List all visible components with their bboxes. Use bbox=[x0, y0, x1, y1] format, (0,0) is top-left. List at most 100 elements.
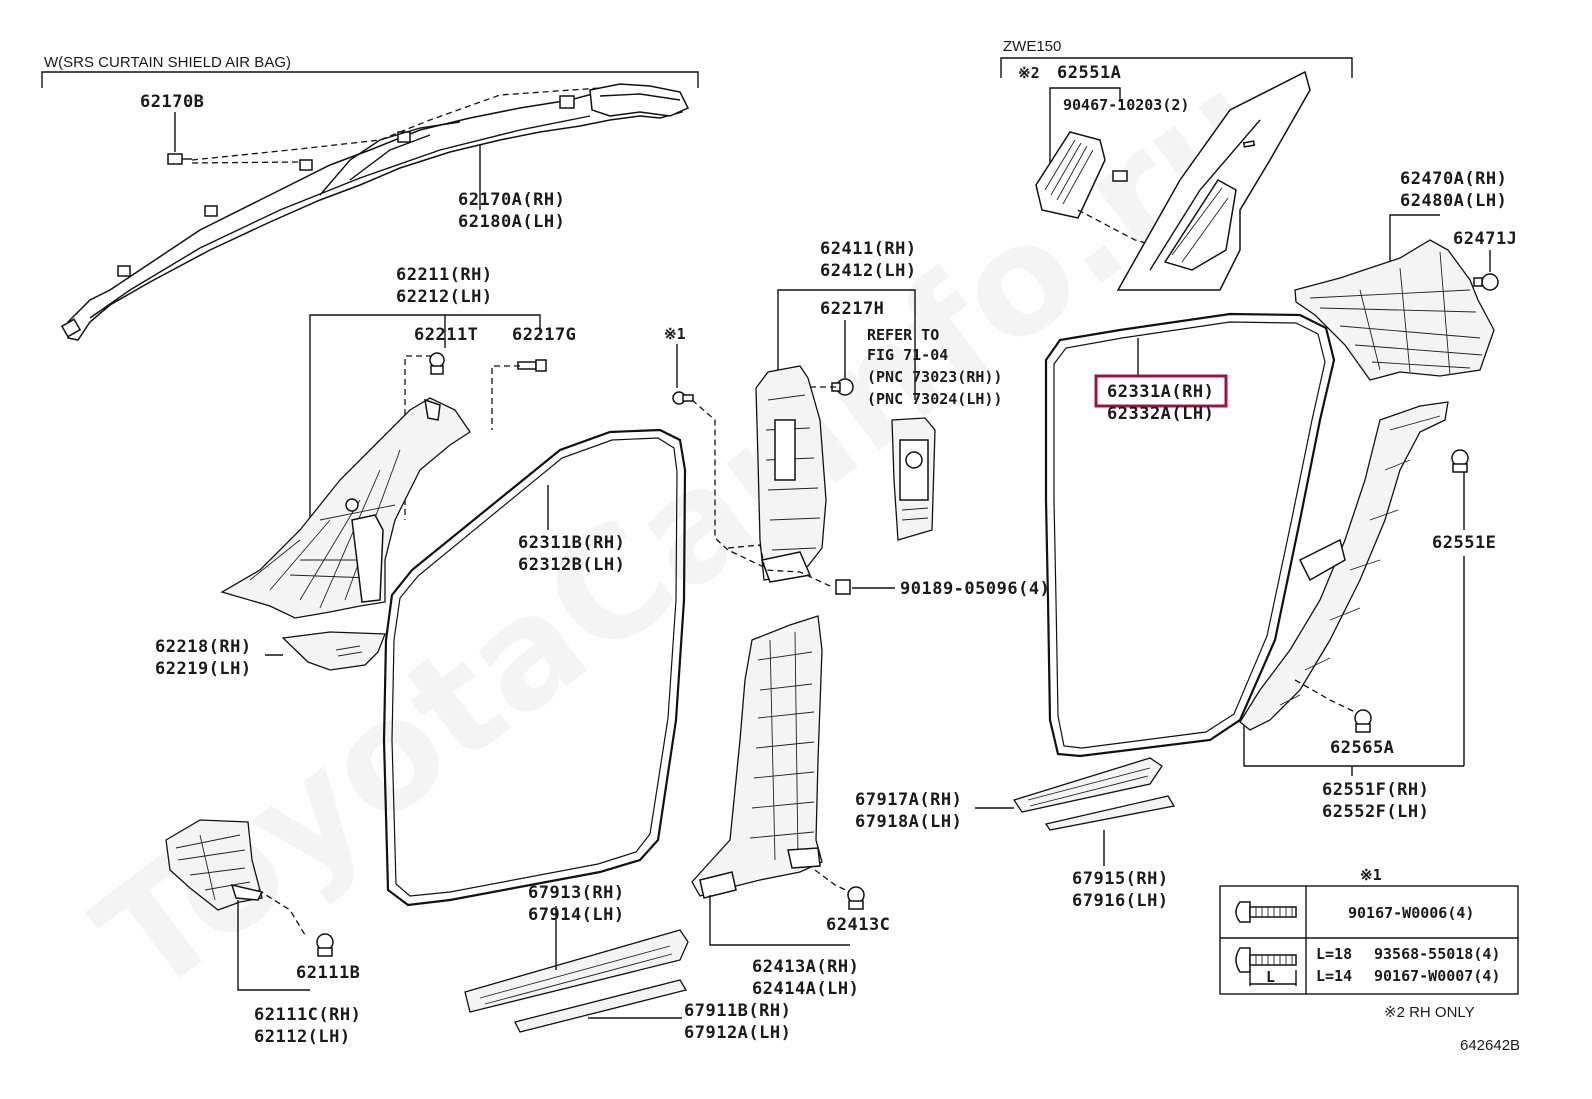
front-scuff-plate-inner[interactable] bbox=[514, 979, 688, 1033]
label-62170B: 62170B bbox=[140, 92, 204, 112]
leader-62413A bbox=[709, 895, 850, 946]
label-62471J: 62471J bbox=[1453, 229, 1517, 249]
refer-line-4: (PNC 73024(LH)) bbox=[867, 390, 1002, 408]
bracket-62551A bbox=[1049, 87, 1121, 180]
clip-62551E[interactable] bbox=[1451, 449, 1469, 473]
label-62413A: 62413A(RH) bbox=[752, 957, 859, 977]
fastener-table-frame bbox=[1219, 885, 1519, 995]
label-62311B: 62311B(RH) bbox=[518, 533, 625, 553]
fastener-row2b-part: 90167-W0007(4) bbox=[1374, 967, 1500, 985]
airbag-group-title: W(SRS CURTAIN SHIELD AIR BAG) bbox=[44, 54, 291, 71]
highlight-62331A bbox=[1094, 374, 1228, 408]
label-67913: 67913(RH) bbox=[528, 883, 625, 903]
front-scuff-plate[interactable] bbox=[464, 929, 689, 1013]
dash-62413C bbox=[814, 869, 851, 893]
label-67911B: 67911B(RH) bbox=[684, 1001, 791, 1021]
mark1-small: ※1 bbox=[664, 325, 686, 343]
cowl-side-trim-part[interactable] bbox=[165, 819, 264, 911]
leader-62111C bbox=[237, 900, 310, 991]
label-62551F: 62551F(RH) bbox=[1322, 780, 1429, 800]
screw-mark1[interactable] bbox=[672, 391, 694, 405]
label-62219: 62219(LH) bbox=[155, 659, 252, 679]
front-door-weatherstrip[interactable] bbox=[382, 428, 687, 907]
refer-line-3: (PNC 73023(RH)) bbox=[867, 368, 1002, 386]
clip-62111B[interactable] bbox=[316, 933, 334, 957]
clip-62211T[interactable] bbox=[429, 352, 445, 375]
label-62332A: 62332A(LH) bbox=[1107, 404, 1214, 424]
dash-62217G bbox=[491, 365, 520, 430]
curtain-airbag-part[interactable] bbox=[60, 83, 690, 341]
rear-scuff-plate-inner[interactable] bbox=[1044, 795, 1176, 831]
front-weatherstrip-group: 62311B(RH) 62312B(LH) bbox=[382, 428, 687, 907]
rear-group: ZWE150 ※2 62551A 90467-10203(2) 62331A(R… bbox=[855, 38, 1517, 911]
dash-90467 bbox=[1077, 209, 1171, 251]
label-62217G: 62217G bbox=[512, 325, 576, 345]
label-62180A: 62180A(LH) bbox=[458, 212, 565, 232]
screw-icon-2 bbox=[1235, 947, 1297, 986]
label-67912A: 67912A(LH) bbox=[684, 1023, 791, 1043]
airbag-bracket bbox=[41, 71, 699, 88]
bolt-62170B[interactable] bbox=[167, 112, 192, 165]
vent-grille-62551A[interactable] bbox=[1035, 131, 1106, 219]
airbag-dash-2 bbox=[191, 161, 301, 164]
a-pillar-garnish-part[interactable] bbox=[220, 397, 471, 619]
package-tray-side-trim[interactable] bbox=[1294, 239, 1495, 381]
label-67915: 67915(RH) bbox=[1072, 869, 1169, 889]
bracket-62470A bbox=[1389, 214, 1440, 270]
label-62331A: 62331A(RH) bbox=[1107, 382, 1214, 402]
label-90467: 90467-10203(2) bbox=[1063, 96, 1189, 114]
label-62212: 62212(LH) bbox=[396, 287, 493, 307]
part-62218[interactable] bbox=[281, 631, 386, 671]
label-62551E: 62551E bbox=[1432, 533, 1496, 553]
bracket-zwe150 bbox=[1000, 57, 1353, 78]
fastener-row1-part: 90167-W0006(4) bbox=[1348, 904, 1474, 922]
seatbelt-adjuster-part[interactable] bbox=[891, 417, 936, 541]
label-62211: 62211(RH) bbox=[396, 265, 493, 285]
rear-scuff-plate[interactable] bbox=[1012, 757, 1163, 813]
rear-door-weatherstrip[interactable] bbox=[1044, 312, 1336, 758]
bracket-62211 bbox=[309, 314, 541, 520]
label-62112: 62112(LH) bbox=[254, 1027, 351, 1047]
b-pillar-group: ※1 62411(RH) 62412(LH) 62217H REFER TO F… bbox=[664, 239, 1050, 599]
b-pillar-lower-garnish[interactable] bbox=[691, 615, 823, 899]
dash-b-pillar bbox=[727, 544, 831, 587]
label-62412: 62412(LH) bbox=[820, 261, 917, 281]
b-pillar-upper-garnish[interactable] bbox=[755, 365, 827, 583]
clip-62413C[interactable] bbox=[847, 886, 865, 910]
fastener-dim-label: L bbox=[1266, 968, 1275, 986]
label-62480A: 62480A(LH) bbox=[1400, 191, 1507, 211]
label-62470A: 62470A(RH) bbox=[1400, 169, 1507, 189]
fastener-table: ※1 90167-W0006(4) L L=18 93568-55018(4) … bbox=[1219, 866, 1520, 1054]
label-62413C: 62413C bbox=[826, 915, 890, 935]
label-67916: 67916(LH) bbox=[1072, 891, 1169, 911]
fastener-table-header: ※1 bbox=[1360, 866, 1382, 884]
dash-62111B bbox=[257, 889, 306, 936]
label-62217H: 62217H bbox=[820, 299, 884, 319]
mark2-label: ※2 bbox=[1018, 64, 1040, 82]
label-62414A: 62414A(LH) bbox=[752, 979, 859, 999]
bracket-62411 bbox=[777, 289, 916, 400]
rear-quarter-panel[interactable] bbox=[1116, 70, 1311, 291]
screw-62217G[interactable] bbox=[517, 359, 547, 372]
clip-90189[interactable] bbox=[835, 579, 851, 595]
screw-90467[interactable] bbox=[1112, 170, 1128, 182]
label-67917A: 67917A(RH) bbox=[855, 790, 962, 810]
clip-62565A[interactable] bbox=[1354, 709, 1372, 733]
label-67914: 67914(LH) bbox=[528, 905, 625, 925]
label-67918A: 67918A(LH) bbox=[855, 812, 962, 832]
figure-code: 642642B bbox=[1460, 1037, 1520, 1054]
screw-icon-1 bbox=[1235, 901, 1297, 923]
fastener-row2b-len: L=14 bbox=[1316, 967, 1352, 985]
fastener-row2a-len: L=18 bbox=[1316, 945, 1352, 963]
label-62551A: 62551A bbox=[1057, 63, 1121, 83]
refer-line-1: REFER TO bbox=[867, 326, 939, 344]
label-62312B: 62312B(LH) bbox=[518, 555, 625, 575]
rear-pillar-garnish[interactable] bbox=[1239, 401, 1449, 731]
label-90189: 90189-05096(4) bbox=[900, 579, 1050, 599]
airbag-group: W(SRS CURTAIN SHIELD AIR BAG) 62170B 621 bbox=[41, 54, 699, 341]
dash-mark1 bbox=[691, 399, 771, 571]
clip-62471J[interactable] bbox=[1473, 273, 1499, 291]
variant-label: ZWE150 bbox=[1003, 38, 1061, 55]
